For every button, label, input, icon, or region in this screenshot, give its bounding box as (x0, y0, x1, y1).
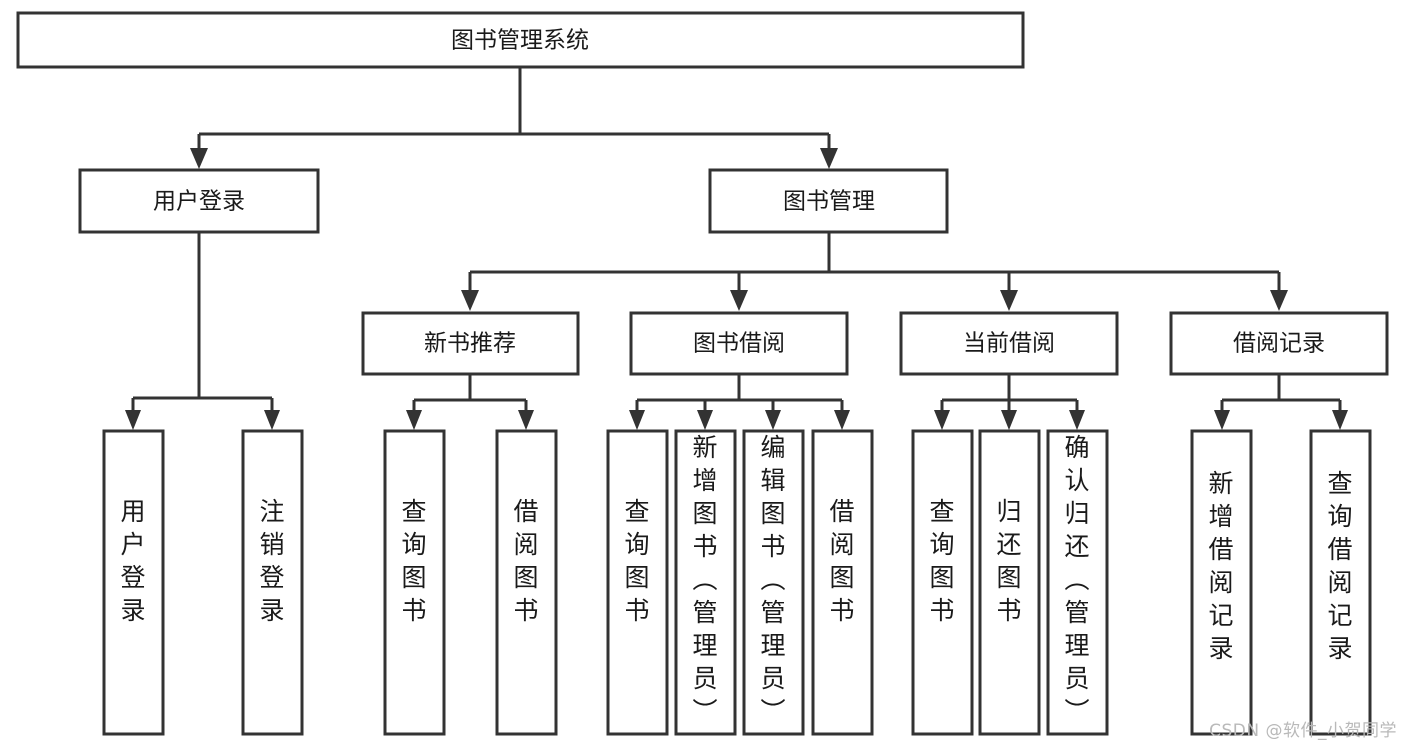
arrow-head-borrow-record (1270, 290, 1288, 311)
node-book-borrow-label: 图书借阅 (693, 331, 785, 357)
leaf-current-borrow-2-label: 确认归还︵管理员︶ (1064, 433, 1089, 726)
arrow-head-new-book (461, 290, 479, 311)
node-user-login-label: 用户登录 (153, 189, 245, 215)
connector-group-book-manage (461, 232, 1288, 311)
leaf-node[interactable]: 查询图书 (911, 429, 974, 736)
arrow-head-current-borrow-leaf-1 (1001, 410, 1017, 430)
arrow-head-book-borrow-leaf-3 (834, 410, 850, 430)
arrow-head-book-borrow-leaf-2 (765, 410, 781, 430)
arrow-head-new-book-leaf-1 (518, 410, 534, 430)
node-root[interactable]: 图书管理系统 (16, 11, 1025, 69)
node-borrow-record-label: 借阅记录 (1233, 331, 1325, 357)
arrow-head-new-book-leaf-0 (406, 410, 422, 430)
leaf-book-borrow-1-box (674, 429, 737, 736)
node-user-login[interactable]: 用户登录 (78, 168, 320, 234)
arrow-head-book-borrow-leaf-0 (629, 410, 645, 430)
leaf-borrow-record-0-box (1190, 429, 1253, 736)
leaf-current-borrow-0-box (911, 429, 974, 736)
leaf-current-borrow-1-label: 归还图书 (996, 497, 1021, 625)
node-borrow-record-box (1169, 311, 1389, 376)
node-book-manage-label: 图书管理 (783, 189, 875, 215)
leaf-book-borrow-2-label: 编辑图书︵管理员︶ (760, 433, 785, 726)
node-new-book-recommend[interactable]: 新书推荐 (361, 311, 580, 376)
leaf-user-login-1-box (241, 429, 304, 736)
leaf-node[interactable]: 新增借阅记录 (1190, 429, 1253, 736)
node-current-borrow[interactable]: 当前借阅 (899, 311, 1119, 376)
leaf-node[interactable]: 借阅图书 (811, 429, 874, 736)
node-current-borrow-label: 当前借阅 (963, 331, 1055, 357)
arrow-head-book-manage (820, 148, 838, 169)
leaf-current-borrow-1-box (978, 429, 1041, 736)
node-current-borrow-box (899, 311, 1119, 376)
node-book-borrow-box (629, 311, 849, 376)
leaf-node[interactable]: 新增图书︵管理员︶ (674, 429, 737, 736)
node-user-login-box (78, 168, 320, 234)
leaf-node[interactable]: 注销登录 (241, 429, 304, 736)
node-book-borrow[interactable]: 图书借阅 (629, 311, 849, 376)
arrow-head-user-login-leaf-0 (125, 410, 141, 430)
leaf-borrow-record-1-label: 查询借阅记录 (1327, 469, 1352, 663)
leaf-node[interactable]: 编辑图书︵管理员︶ (742, 429, 805, 736)
arrow-head-borrow-record-leaf-0 (1214, 410, 1230, 430)
arrow-head-book-borrow (730, 290, 748, 311)
connector-group-borrow-record (1214, 374, 1348, 430)
leaf-new-book-0-box (383, 429, 446, 736)
leaf-node[interactable]: 用户登录 (102, 429, 165, 736)
leaf-current-borrow-2-box (1046, 429, 1109, 736)
arrow-head-current-borrow-leaf-2 (1069, 410, 1085, 430)
node-book-manage-box (708, 168, 949, 234)
connector-group-book-borrow (629, 374, 850, 430)
connector-group-new-book (406, 374, 534, 430)
node-book-manage[interactable]: 图书管理 (708, 168, 949, 234)
leaf-current-borrow-0-label: 查询图书 (929, 497, 954, 625)
arrow-head-user-login (190, 148, 208, 169)
leaf-book-borrow-2-box (742, 429, 805, 736)
connector-group-user-login (125, 232, 280, 430)
leaf-user-login-1-label: 注销登录 (259, 497, 284, 625)
connector-group-root (190, 67, 838, 169)
arrow-head-user-login-leaf-1 (264, 410, 280, 430)
leaf-borrow-record-0-label: 新增借阅记录 (1208, 469, 1233, 663)
node-borrow-record[interactable]: 借阅记录 (1169, 311, 1389, 376)
leaf-node[interactable]: 确认归还︵管理员︶ (1046, 429, 1109, 736)
leaf-book-borrow-0-box (606, 429, 669, 736)
node-root-box (16, 11, 1025, 69)
leaf-user-login-0-box (102, 429, 165, 736)
leaf-new-book-0-label: 查询图书 (401, 497, 426, 625)
leaf-node[interactable]: 查询借阅记录 (1309, 429, 1372, 736)
arrow-head-borrow-record-leaf-1 (1332, 410, 1348, 430)
arrow-head-current-borrow-leaf-0 (934, 410, 950, 430)
leaf-book-borrow-3-label: 借阅图书 (829, 497, 854, 625)
leaf-node[interactable]: 查询图书 (606, 429, 669, 736)
arrow-head-current-borrow (1000, 290, 1018, 311)
leaf-book-borrow-1-label: 新增图书︵管理员︶ (692, 433, 717, 726)
node-new-book-recommend-box (361, 311, 580, 376)
connector-group-current-borrow (934, 374, 1085, 430)
leaf-book-borrow-0-label: 查询图书 (624, 497, 649, 625)
leaf-new-book-1-box (495, 429, 558, 736)
leaf-node[interactable]: 归还图书 (978, 429, 1041, 736)
node-new-book-recommend-label: 新书推荐 (424, 331, 516, 357)
leaf-user-login-0-label: 用户登录 (120, 497, 145, 625)
leaf-book-borrow-3-box (811, 429, 874, 736)
leaf-new-book-1-label: 借阅图书 (513, 497, 538, 625)
leaf-node[interactable]: 借阅图书 (495, 429, 558, 736)
leaf-node[interactable]: 查询图书 (383, 429, 446, 736)
arrow-head-book-borrow-leaf-1 (697, 410, 713, 430)
leaf-borrow-record-1-box (1309, 429, 1372, 736)
node-root-label: 图书管理系统 (451, 28, 589, 54)
